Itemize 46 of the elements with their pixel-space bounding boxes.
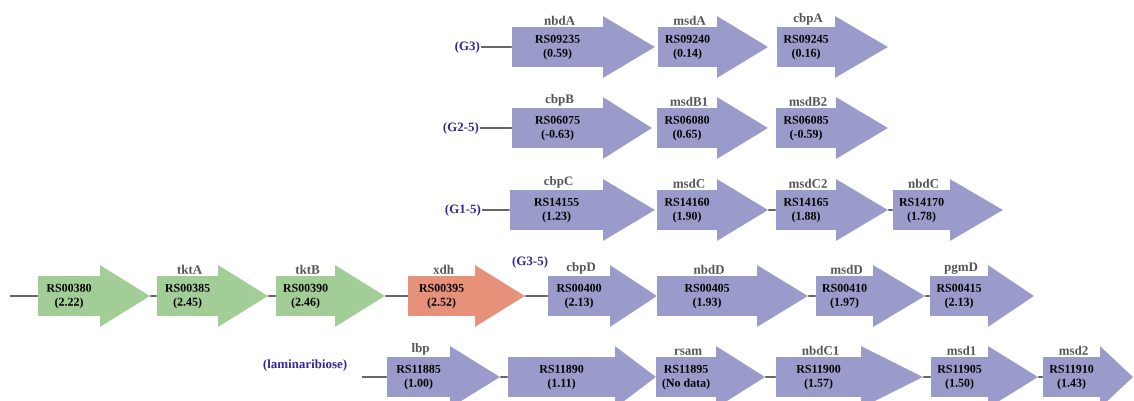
connector-line bbox=[481, 209, 511, 211]
gene-name: cbpA bbox=[793, 13, 823, 25]
connector-line bbox=[149, 295, 158, 297]
connector-line bbox=[9, 295, 39, 297]
gene-name: msd2 bbox=[1059, 345, 1088, 355]
connector-line bbox=[267, 295, 277, 297]
connector-line bbox=[524, 295, 549, 297]
group-label: (G3-5) bbox=[512, 256, 548, 268]
gene-name: pgmD bbox=[944, 262, 978, 274]
gene-name: cbpB bbox=[545, 94, 574, 106]
group-label: (laminaribiose) bbox=[263, 359, 347, 371]
connector-line bbox=[922, 376, 932, 378]
connector-line bbox=[1037, 376, 1044, 378]
gene-block: RS00380 (2.22) bbox=[38, 265, 150, 327]
gene-block: RS11890 (1.11) bbox=[508, 346, 656, 401]
group-label: (G2-5) bbox=[443, 122, 479, 134]
gene-name: msdB2 bbox=[789, 96, 827, 106]
gene-name: msdC bbox=[673, 178, 705, 188]
gene-name: msdB1 bbox=[670, 96, 708, 106]
gene-name: msd1 bbox=[947, 345, 976, 355]
gene-name: msdC2 bbox=[788, 178, 827, 188]
connector-line bbox=[767, 209, 777, 211]
gene-name: nbdC1 bbox=[802, 345, 839, 355]
gene-name: nbdC bbox=[908, 178, 938, 188]
group-label: (G3) bbox=[455, 41, 480, 53]
gene-name: msdD bbox=[830, 264, 863, 274]
connector-line bbox=[887, 209, 894, 211]
gene-name: msdA bbox=[673, 15, 706, 25]
gene-name: rsam bbox=[674, 348, 702, 355]
connector-line bbox=[764, 376, 777, 378]
gene-name: cbpD bbox=[566, 262, 596, 274]
gene-name: nbdA bbox=[544, 15, 575, 25]
connector-line bbox=[807, 295, 817, 297]
group-label: (G1-5) bbox=[445, 204, 481, 216]
gene-name: nbdD bbox=[693, 264, 724, 274]
connector-line bbox=[361, 376, 388, 378]
gene-name: lbp bbox=[411, 343, 429, 355]
connector-line bbox=[480, 46, 513, 48]
gene-name: tktB bbox=[295, 264, 320, 274]
connector-line bbox=[384, 295, 409, 297]
connector-line bbox=[924, 295, 931, 297]
connector-line bbox=[499, 376, 509, 378]
gene-name: cbpC bbox=[544, 176, 573, 188]
gene-name: tktA bbox=[177, 264, 202, 274]
connector-line bbox=[479, 127, 513, 129]
gene-name: xdh bbox=[433, 264, 454, 274]
